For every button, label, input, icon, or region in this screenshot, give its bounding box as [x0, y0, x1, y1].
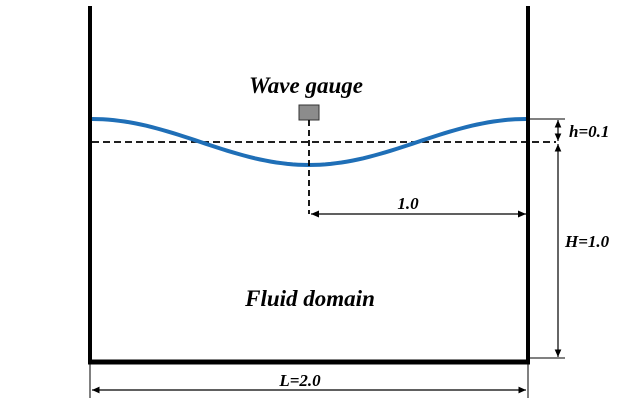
length-label: L=2.0 [278, 371, 321, 390]
wave-gauge-sensor [298, 104, 320, 121]
wave-gauge-label: Wave gauge [249, 73, 363, 98]
amplitude-label: h=0.1 [569, 122, 609, 141]
gauge-distance-label: 1.0 [397, 194, 419, 213]
fluid-domain-label: Fluid domain [244, 286, 375, 311]
depth-label: H=1.0 [564, 232, 610, 251]
